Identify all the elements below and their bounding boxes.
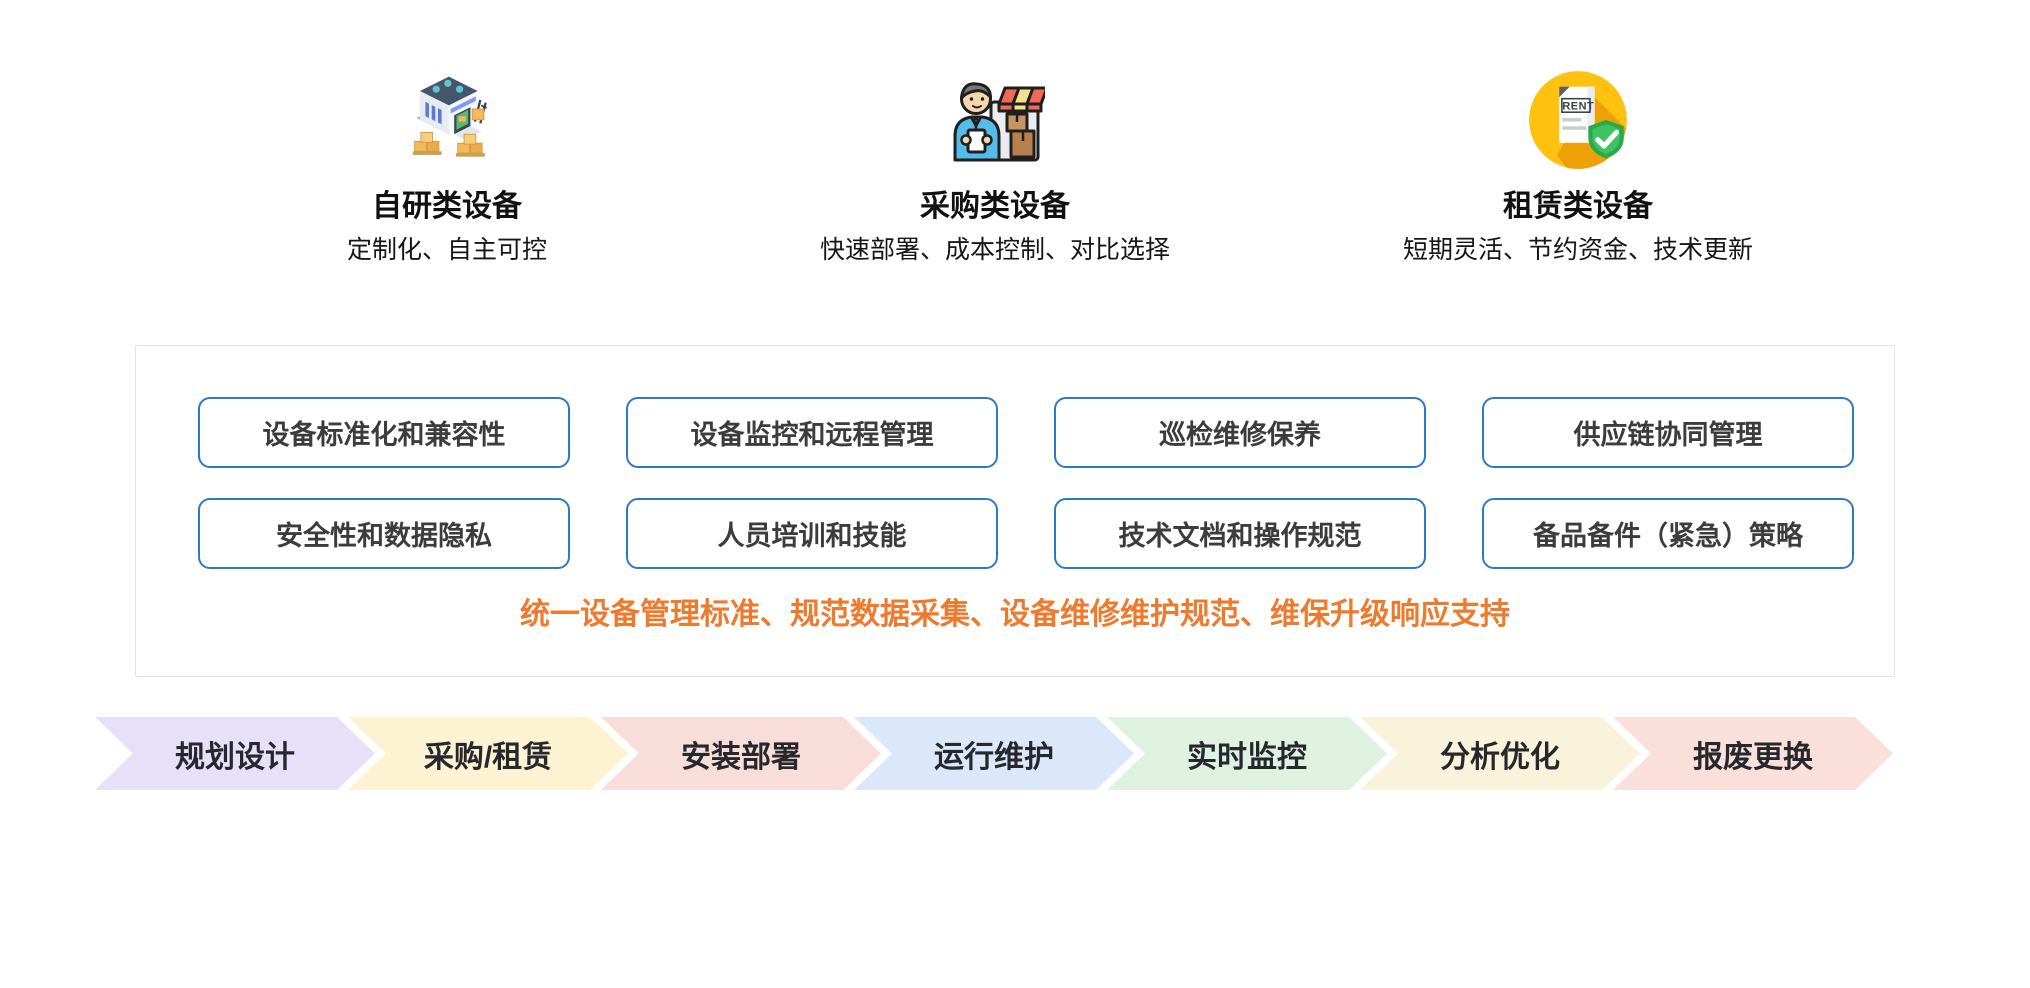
equipment-type-title: 租赁类设备 [1503,190,1653,223]
procurement-icon [695,58,1295,172]
management-item: 供应链协同管理 [1482,397,1854,468]
equipment-type-card-procured: 采购类设备 快速部署、成本控制、对比选择 [695,58,1295,266]
equipment-type-title: 自研类设备 [372,190,522,223]
equipment-type-desc: 短期灵活、节约资金、技术更新 [1402,236,1753,264]
svg-text:RENT: RENT [1562,101,1594,113]
management-panel: 设备标准化和兼容性 设备监控和远程管理 巡检维修保养 供应链协同管理 安全性和数… [135,345,1895,677]
management-item: 巡检维修保养 [1054,397,1426,468]
flow-step-monitor: 实时监控 [1107,717,1387,790]
lifecycle-flow: 规划设计 采购/租赁 安装部署 运行维护 实时监控 分析优化 报废更换 [95,717,1893,790]
management-item: 设备标准化和兼容性 [198,397,570,468]
flow-step-install: 安装部署 [601,717,881,790]
flow-step-scrap: 报废更换 [1613,717,1893,790]
rent-badge-icon: RENT [1278,58,1878,172]
management-item: 安全性和数据隐私 [198,498,570,569]
equipment-type-desc: 定制化、自主可控 [346,236,547,264]
management-item: 人员培训和技能 [626,498,998,569]
management-item: 备品备件（紧急）策略 [1482,498,1854,569]
equipment-type-title: 采购类设备 [920,190,1070,223]
flow-step-operate: 运行维护 [854,717,1134,790]
flow-step-optimize: 分析优化 [1360,717,1640,790]
equipment-type-card-rented: RENT 租赁类设备 短期灵活、节约资金、技术更新 [1278,58,1878,266]
management-item: 设备监控和远程管理 [626,397,998,468]
equipment-type-card-self-developed: 自研类设备 定制化、自主可控 [147,58,747,266]
warehouse-icon [147,58,747,172]
management-item: 技术文档和操作规范 [1054,498,1426,569]
flow-step-procure: 采购/租赁 [348,717,628,790]
management-summary-text: 统一设备管理标准、规范数据采集、设备维修维护规范、维保升级响应支持 [520,598,1510,631]
equipment-type-desc: 快速部署、成本控制、对比选择 [819,236,1170,264]
equipment-types-row: 自研类设备 定制化、自主可控 [0,58,2030,288]
flow-step-planning: 规划设计 [95,717,375,790]
management-items-grid: 设备标准化和兼容性 设备监控和远程管理 巡检维修保养 供应链协同管理 安全性和数… [198,397,1854,569]
